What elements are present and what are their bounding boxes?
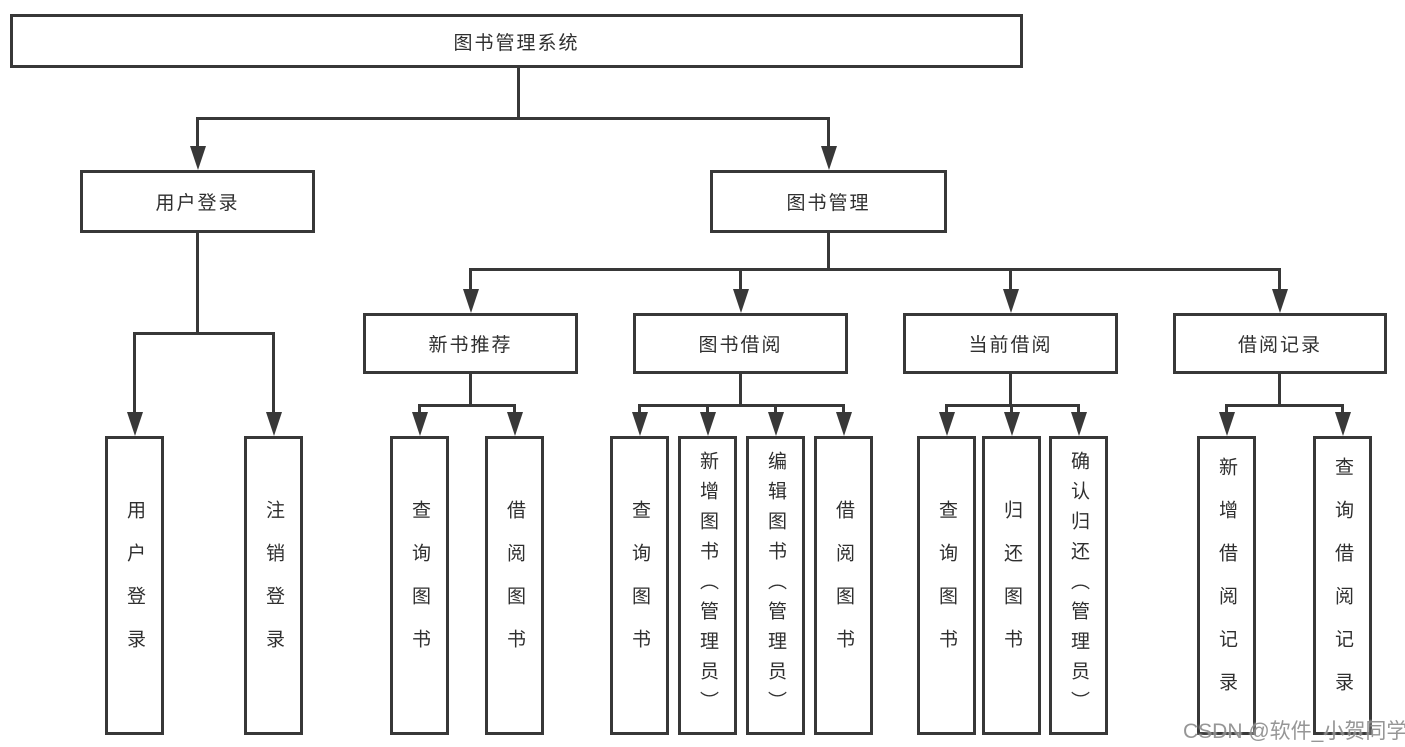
node-new-book-recommend-label: 新书推荐 — [428, 335, 513, 356]
leaf-edit-books-admin-label: 编辑图书（管理员） — [765, 450, 786, 721]
connector-line — [739, 268, 742, 294]
leaf-confirm-return-admin: 确认归还（管理员） — [1049, 436, 1108, 735]
leaf-confirm-return-admin-label: 确认归还（管理员） — [1068, 450, 1089, 721]
node-current-borrowing-label: 当前借阅 — [968, 335, 1053, 356]
leaf-user-login-label: 用户登录 — [124, 499, 145, 672]
connector-line — [945, 404, 948, 418]
leaf-logout: 注销登录 — [244, 436, 303, 735]
arrowhead-down — [190, 146, 206, 170]
arrowhead-down — [507, 412, 523, 436]
arrowhead-down — [632, 412, 648, 436]
connector-line — [196, 117, 830, 120]
connector-line — [774, 404, 777, 418]
node-book-management-label: 图书管理 — [786, 193, 871, 214]
arrowhead-down — [412, 412, 428, 436]
leaf-return-books-label: 归还图书 — [1001, 499, 1022, 672]
leaf-edit-books-admin: 编辑图书（管理员） — [746, 436, 805, 735]
arrowhead-down — [821, 146, 837, 170]
connector-line — [638, 404, 845, 407]
leaf-query-borrow-record-label: 查询借阅记录 — [1332, 456, 1353, 715]
node-user-login-label: 用户登录 — [155, 193, 240, 214]
arrowhead-down — [768, 412, 784, 436]
arrowhead-down — [836, 412, 852, 436]
leaf-query-books-1: 查询图书 — [390, 436, 449, 735]
arrowhead-down — [1071, 412, 1087, 436]
arrowhead-down — [1004, 412, 1020, 436]
connector-line — [739, 372, 742, 407]
connector-line — [469, 268, 1281, 271]
arrowhead-down — [127, 412, 143, 436]
arrowhead-down — [463, 289, 479, 313]
connector-line — [842, 404, 845, 418]
connector-line — [1225, 404, 1228, 418]
arrowhead-down — [266, 412, 282, 436]
node-new-book-recommend: 新书推荐 — [363, 313, 578, 374]
leaf-query-borrow-record: 查询借阅记录 — [1313, 436, 1372, 735]
connector-line — [1010, 404, 1013, 418]
connector-line — [1009, 372, 1012, 407]
connector-line — [706, 404, 709, 418]
watermark: CSDN @软件_小贺同学 — [1183, 720, 1405, 743]
connector-line — [1278, 268, 1281, 294]
node-current-borrowing: 当前借阅 — [903, 313, 1118, 374]
node-root: 图书管理系统 — [10, 14, 1023, 68]
leaf-query-books-1-label: 查询图书 — [409, 499, 430, 672]
connector-line — [133, 332, 275, 335]
leaf-borrow-books-1: 借阅图书 — [485, 436, 544, 735]
connector-line — [1341, 404, 1344, 418]
connector-line — [418, 404, 516, 407]
leaf-query-books-2: 查询图书 — [610, 436, 669, 735]
connector-line — [133, 332, 136, 416]
connector-line — [1077, 404, 1080, 418]
leaf-query-books-3-label: 查询图书 — [936, 499, 957, 672]
leaf-borrow-books-2-label: 借阅图书 — [833, 499, 854, 672]
node-root-label: 图书管理系统 — [453, 32, 580, 54]
leaf-add-books-admin-label: 新增图书（管理员） — [697, 450, 718, 721]
connector-line — [469, 268, 472, 294]
node-borrowing-records: 借阅记录 — [1173, 313, 1387, 374]
connector-line — [827, 231, 830, 271]
leaf-user-login: 用户登录 — [105, 436, 164, 735]
arrowhead-down — [733, 289, 749, 313]
node-book-borrowing-label: 图书借阅 — [698, 335, 783, 356]
leaf-borrow-books-1-label: 借阅图书 — [504, 499, 525, 672]
arrowhead-down — [1003, 289, 1019, 313]
arrowhead-down — [1272, 289, 1288, 313]
node-user-login: 用户登录 — [80, 170, 315, 233]
leaf-query-books-3: 查询图书 — [917, 436, 976, 735]
connector-line — [1278, 372, 1281, 407]
node-book-borrowing: 图书借阅 — [633, 313, 848, 374]
connector-line — [469, 372, 472, 407]
connector-line — [513, 404, 516, 418]
connector-line — [196, 117, 199, 150]
leaf-query-books-2-label: 查询图书 — [629, 499, 650, 672]
connector-line — [1225, 404, 1344, 407]
arrowhead-down — [1219, 412, 1235, 436]
leaf-add-borrow-record-label: 新增借阅记录 — [1216, 456, 1237, 715]
connector-line — [196, 231, 199, 335]
connector-line — [638, 404, 641, 418]
connector-line — [418, 404, 421, 418]
arrowhead-down — [700, 412, 716, 436]
arrowhead-down — [1335, 412, 1351, 436]
connector-line — [1009, 268, 1012, 294]
connector-line — [272, 332, 275, 416]
leaf-return-books: 归还图书 — [982, 436, 1041, 735]
leaf-add-books-admin: 新增图书（管理员） — [678, 436, 737, 735]
node-book-management: 图书管理 — [710, 170, 947, 233]
leaf-borrow-books-2: 借阅图书 — [814, 436, 873, 735]
leaf-logout-label: 注销登录 — [263, 499, 284, 672]
node-borrowing-records-label: 借阅记录 — [1237, 335, 1322, 356]
leaf-add-borrow-record: 新增借阅记录 — [1197, 436, 1256, 735]
arrowhead-down — [939, 412, 955, 436]
connector-line — [827, 117, 830, 150]
connector-line — [517, 66, 520, 120]
